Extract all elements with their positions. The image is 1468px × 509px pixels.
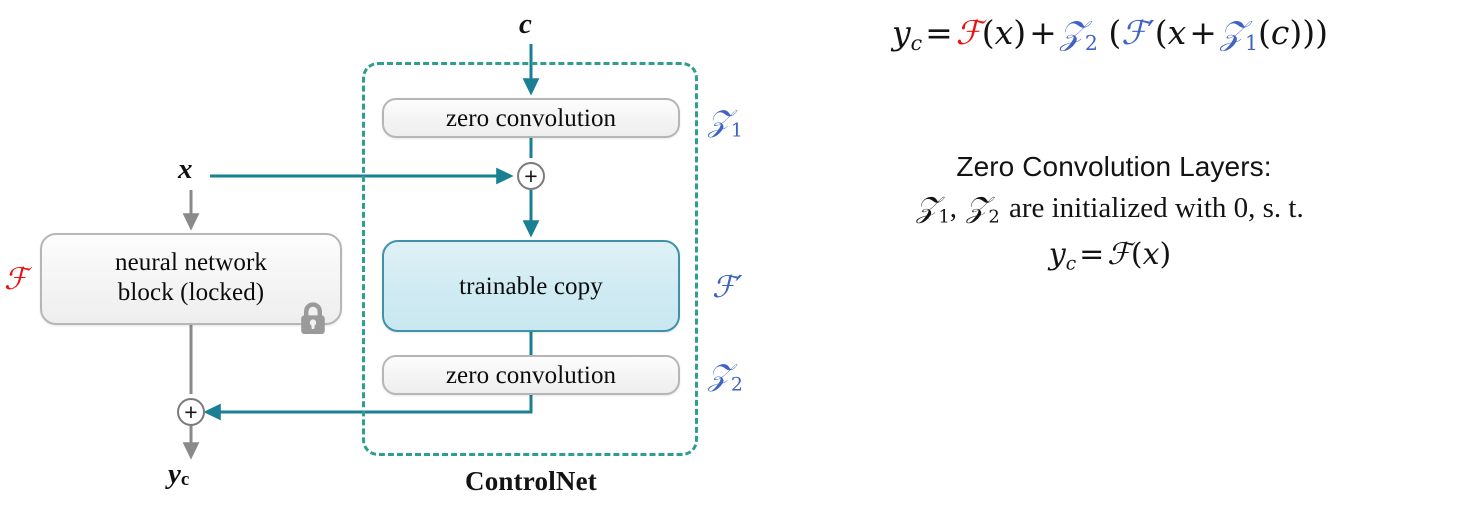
note-open-paren: ( xyxy=(1130,237,1143,273)
eq-close-parens: ))) xyxy=(1289,13,1328,52)
zero-convolution-top-box[interactable]: zero convolution xyxy=(382,98,680,138)
f-prime-base: ℱ xyxy=(712,270,736,305)
trainable-copy-label: trainable copy xyxy=(459,272,603,300)
eq-plus-2: + xyxy=(1189,13,1217,52)
eq-open-paren-4: ( xyxy=(1258,13,1271,52)
note-y-sub: c xyxy=(1065,253,1077,275)
eq-f-prime: ℱ xyxy=(1121,13,1148,52)
input-condition-label: c xyxy=(519,8,532,40)
z1-subscript: 1 xyxy=(730,119,743,142)
note-comma: , xyxy=(949,191,958,224)
output-yc-subscript: c xyxy=(180,469,190,490)
eq-open-paren-2: ( xyxy=(1108,13,1122,52)
note-close-paren: ) xyxy=(1159,237,1172,273)
note-line-2: 𝒵1, 𝒵2 are initialized with 0, s. t. xyxy=(760,186,1460,231)
eq-close-paren-1: ) xyxy=(1013,13,1027,52)
note-line2-text: are initialized with 0, s. t. xyxy=(1008,191,1304,224)
neural-network-block-box[interactable]: neural network block (locked) xyxy=(40,233,342,325)
eq-z2-sub: 2 xyxy=(1084,31,1098,56)
zero-convolution-note: Zero Convolution Layers: 𝒵1, 𝒵2 are init… xyxy=(760,148,1460,279)
adder-bottom[interactable]: + xyxy=(177,398,205,426)
z2-base: 𝒵 xyxy=(708,358,731,393)
zero-convolution-bottom-box[interactable]: zero convolution xyxy=(382,355,680,395)
note-z1: 𝒵 xyxy=(916,189,939,224)
eq-prime-mark: ′ xyxy=(1147,13,1155,52)
eq-c: c xyxy=(1270,13,1290,52)
note-z2-sub: 2 xyxy=(988,206,1000,228)
note-title: Zero Convolution Layers: xyxy=(956,151,1272,182)
eq-open-paren-1: ( xyxy=(981,13,995,52)
note-z2: 𝒵 xyxy=(966,189,989,224)
output-yc-base: y xyxy=(168,458,181,490)
eq-x-2: x xyxy=(1167,13,1187,52)
zero-convolution-top-label: zero convolution xyxy=(445,104,617,132)
z1-base: 𝒵 xyxy=(708,104,731,139)
trainable-copy-box[interactable]: trainable copy xyxy=(382,240,680,332)
controlnet-boundary xyxy=(362,62,698,456)
note-f: ℱ xyxy=(1107,237,1131,273)
adder-top[interactable]: + xyxy=(517,162,545,190)
lock-icon xyxy=(301,302,325,334)
trainable-copy-side-label: ℱ′ xyxy=(712,270,742,305)
adder-top-glyph: + xyxy=(524,162,538,189)
eq-equals: = xyxy=(925,13,953,52)
z2-subscript: 2 xyxy=(730,373,743,396)
eq-lhs-sub: c xyxy=(910,31,923,56)
input-x-label: x xyxy=(178,153,193,185)
main-equation: yc=ℱ(x)+𝒵2 (ℱ′(x+𝒵1(c))) xyxy=(760,14,1460,56)
eq-open-paren-3: ( xyxy=(1154,13,1168,52)
zero-convolution-bottom-side-label: 𝒵2 xyxy=(708,358,743,395)
eq-z2: 𝒵 xyxy=(1059,13,1085,52)
adder-bottom-glyph: + xyxy=(184,398,198,425)
neural-network-block-line1: neural network xyxy=(114,248,268,276)
eq-lhs: y xyxy=(892,13,911,52)
note-line-3: yc=ℱ(x) xyxy=(760,231,1460,279)
eq-z1: 𝒵 xyxy=(1219,13,1245,52)
f-prime-mark: ′ xyxy=(735,270,743,305)
neural-network-block-line2: block (locked) xyxy=(117,279,265,306)
zero-convolution-bottom-label: zero convolution xyxy=(445,361,617,389)
note-x: x xyxy=(1142,237,1160,273)
note-y: y xyxy=(1048,237,1066,273)
note-z1-sub: 1 xyxy=(938,206,950,228)
note-equals: = xyxy=(1079,237,1105,273)
eq-plus-1: + xyxy=(1029,13,1057,52)
locked-block-side-label: ℱ xyxy=(4,262,28,297)
output-yc-label: yc xyxy=(168,458,190,490)
eq-f-red: ℱ xyxy=(955,13,982,52)
eq-z1-sub: 1 xyxy=(1245,31,1259,56)
controlnet-label: ControlNet xyxy=(465,466,597,496)
zero-convolution-top-side-label: 𝒵1 xyxy=(708,104,743,141)
eq-x-1: x xyxy=(994,13,1014,52)
